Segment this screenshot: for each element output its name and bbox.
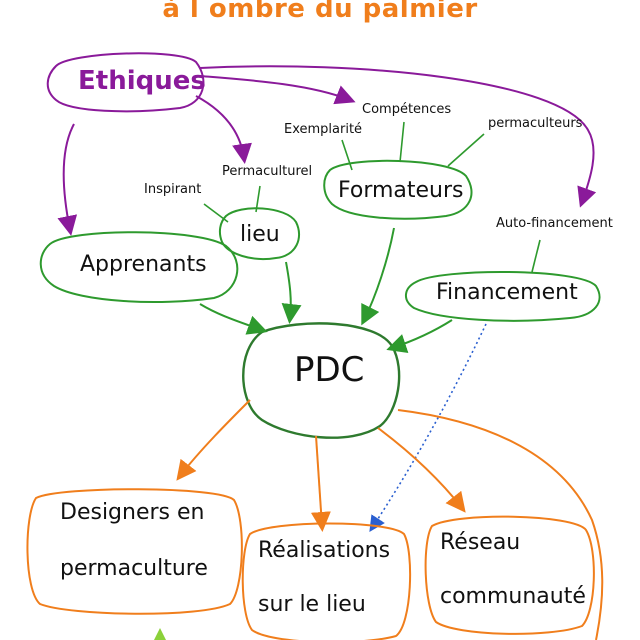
- ethiques-node-outline: [46, 52, 205, 113]
- partial-arrow-bottom: [154, 628, 166, 640]
- lieu-node-outline: [218, 207, 301, 260]
- reseau-node-outline: [424, 515, 595, 635]
- financement-node-outline: [405, 271, 601, 322]
- designers-node-outline: [26, 488, 243, 615]
- formateurs-node-outline: [323, 159, 473, 220]
- edge-financement-realisations: [369, 323, 487, 533]
- edge-pdc-realisations: [310, 435, 331, 532]
- realisations-node-outline: [241, 522, 412, 640]
- edge-pdc-reseau: [377, 427, 466, 513]
- node-pdc: PDC: [294, 350, 365, 390]
- diagram-title: à l ombre du palmier: [162, 0, 478, 24]
- label-inspirant: Inspirant: [144, 182, 202, 197]
- edge-apprenants-pdc: [199, 303, 268, 335]
- node-formateurs: Formateurs: [338, 178, 464, 203]
- tie-competences-formateurs: [399, 121, 405, 163]
- node-designers-line2: permaculture: [60, 556, 208, 581]
- edge-ethiques-financement: [199, 65, 597, 208]
- edge-pdc-designers: [176, 399, 251, 481]
- node-lieu: lieu: [240, 222, 280, 247]
- node-ethiques: Ethiques: [78, 66, 206, 96]
- tie-permaculteurs-formateurs: [447, 133, 485, 167]
- node-reseau-line2: communauté: [440, 584, 586, 609]
- label-permaculteurs: permaculteurs: [488, 116, 583, 131]
- tie-exemplarite-formateurs: [341, 139, 353, 171]
- node-realisations-line1: Réalisations: [258, 538, 391, 563]
- node-apprenants: Apprenants: [80, 252, 207, 277]
- edge-pdc-loop: [397, 409, 604, 640]
- label-permaculturel: Permaculturel: [222, 164, 313, 179]
- node-reseau-line1: Réseau: [440, 530, 521, 555]
- edge-financement-pdc: [386, 319, 453, 354]
- node-financement: Financement: [436, 280, 578, 305]
- edge-ethiques-formateurs: [199, 75, 356, 105]
- edge-lieu-pdc: [281, 261, 302, 324]
- label-auto-financement: Auto-financement: [496, 216, 613, 231]
- edge-ethiques-lieu: [195, 95, 252, 164]
- apprenants-node-outline: [39, 231, 239, 303]
- tie-inspirant-lieu: [203, 203, 229, 223]
- node-realisations-line2: sur le lieu: [258, 592, 366, 617]
- label-exemplarite: Exemplarité: [284, 122, 363, 137]
- node-designers-line1: Designers en: [60, 500, 205, 525]
- tie-autofinancement-financement: [531, 239, 541, 273]
- label-competences: Compétences: [362, 102, 452, 117]
- edge-ethiques-apprenants: [57, 123, 78, 236]
- edge-formateurs-pdc: [361, 227, 395, 326]
- pdc-node-outline: [242, 322, 401, 439]
- tie-permaculturel-lieu: [255, 185, 261, 213]
